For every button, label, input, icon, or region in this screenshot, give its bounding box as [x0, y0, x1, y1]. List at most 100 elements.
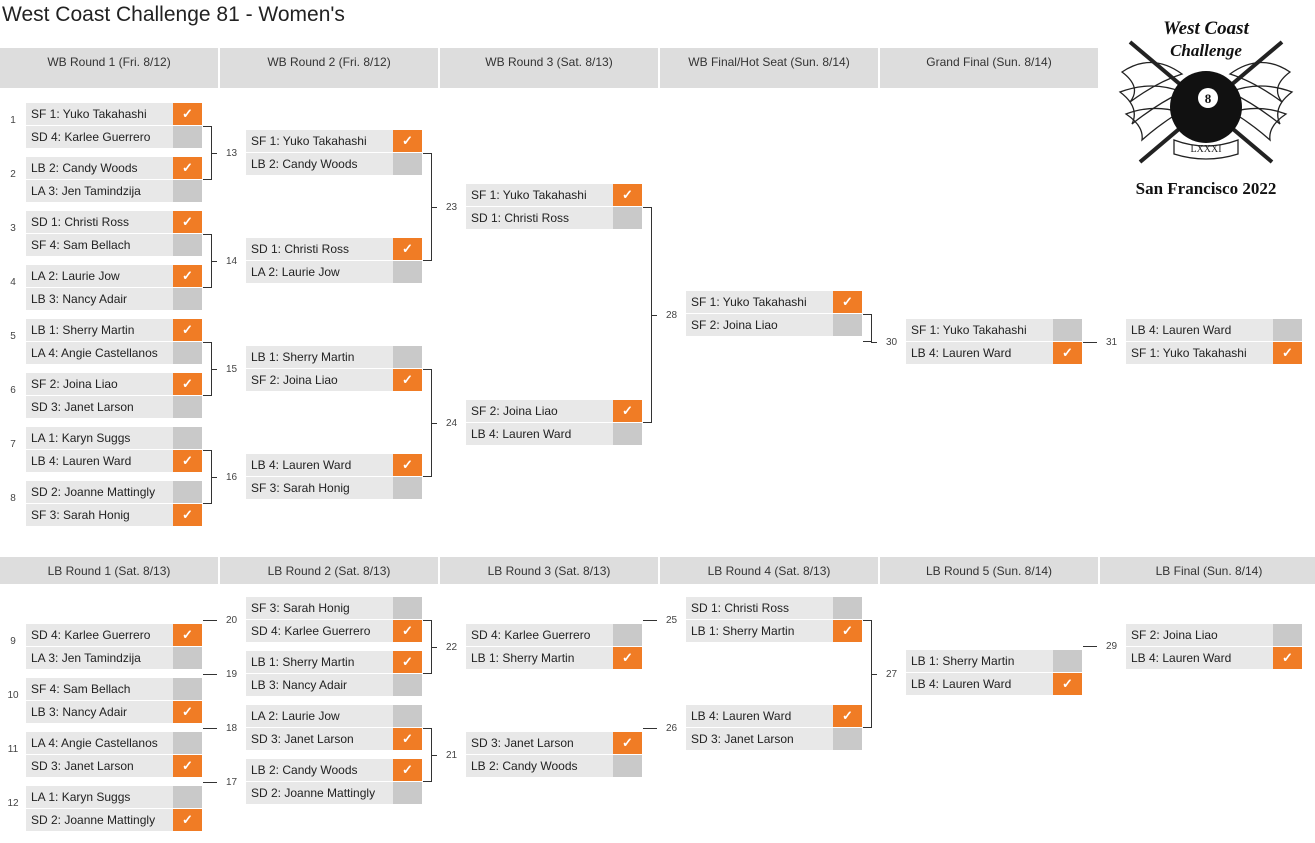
- empty-check-box: [1053, 650, 1082, 672]
- player-slot[interactable]: SF 2: Joina Liao✓: [26, 373, 202, 395]
- winner-check-icon: ✓: [393, 454, 422, 476]
- player-slot[interactable]: SF 4: Sam Bellach: [26, 678, 202, 700]
- player-slot[interactable]: LB 3: Nancy Adair: [246, 674, 422, 696]
- player-slot[interactable]: LB 1: Sherry Martin: [906, 650, 1082, 672]
- player-slot[interactable]: SF 2: Joina Liao: [1126, 624, 1302, 646]
- player-slot[interactable]: SF 2: Joina Liao✓: [246, 369, 422, 391]
- player-slot[interactable]: SD 3: Janet Larson: [686, 728, 862, 750]
- match-box[interactable]: SF 1: Yuko Takahashi✓SD 1: Christi Ross: [466, 184, 642, 230]
- player-slot[interactable]: SF 3: Sarah Honig: [246, 477, 422, 499]
- player-slot[interactable]: LA 2: Laurie Jow✓: [26, 265, 202, 287]
- bracket-connector-tick: [871, 342, 877, 343]
- match-box[interactable]: LB 4: Lauren Ward✓SD 3: Janet Larson: [686, 705, 862, 751]
- player-slot[interactable]: LB 1: Sherry Martin✓: [686, 620, 862, 642]
- match-box[interactable]: SF 1: Yuko Takahashi✓LB 2: Candy Woods: [246, 130, 422, 176]
- player-slot[interactable]: LB 4: Lauren Ward✓: [1126, 647, 1302, 669]
- player-slot[interactable]: LB 1: Sherry Martin✓: [26, 319, 202, 341]
- player-slot[interactable]: LB 2: Candy Woods: [466, 755, 642, 777]
- match-box[interactable]: LB 2: Candy Woods✓SD 2: Joanne Mattingly: [246, 759, 422, 805]
- player-slot[interactable]: SD 4: Karlee Guerrero✓: [246, 620, 422, 642]
- player-slot[interactable]: LA 2: Laurie Jow: [246, 261, 422, 283]
- player-slot[interactable]: SD 3: Janet Larson: [26, 396, 202, 418]
- match-box[interactable]: LB 1: Sherry Martin✓LB 3: Nancy Adair: [246, 651, 422, 697]
- player-slot[interactable]: SD 3: Janet Larson✓: [26, 755, 202, 777]
- player-slot[interactable]: LB 1: Sherry Martin✓: [246, 651, 422, 673]
- player-slot[interactable]: SF 1: Yuko Takahashi✓: [26, 103, 202, 125]
- player-slot[interactable]: LA 4: Angie Castellanos: [26, 342, 202, 364]
- player-slot[interactable]: LA 3: Jen Tamindzija: [26, 180, 202, 202]
- player-slot[interactable]: LB 4: Lauren Ward✓: [906, 342, 1082, 364]
- player-slot[interactable]: LB 4: Lauren Ward✓: [686, 705, 862, 727]
- player-slot[interactable]: LB 3: Nancy Adair: [26, 288, 202, 310]
- player-slot[interactable]: LB 4: Lauren Ward✓: [906, 673, 1082, 695]
- player-slot[interactable]: LB 2: Candy Woods✓: [246, 759, 422, 781]
- player-slot[interactable]: SF 3: Sarah Honig✓: [26, 504, 202, 526]
- player-slot[interactable]: SD 4: Karlee Guerrero: [26, 126, 202, 148]
- player-slot[interactable]: SD 2: Joanne Mattingly: [246, 782, 422, 804]
- player-slot[interactable]: LB 1: Sherry Martin: [246, 346, 422, 368]
- player-slot[interactable]: LB 4: Lauren Ward✓: [246, 454, 422, 476]
- player-slot[interactable]: LA 3: Jen Tamindzija: [26, 647, 202, 669]
- player-slot[interactable]: SF 3: Sarah Honig: [246, 597, 422, 619]
- player-slot[interactable]: LB 4: Lauren Ward: [1126, 319, 1302, 341]
- player-slot[interactable]: LB 2: Candy Woods✓: [26, 157, 202, 179]
- player-slot[interactable]: SF 2: Joina Liao✓: [466, 400, 642, 422]
- match-box[interactable]: SF 1: Yuko Takahashi✓SF 2: Joina Liao: [686, 291, 862, 337]
- player-slot[interactable]: SD 2: Joanne Mattingly: [26, 481, 202, 503]
- player-slot[interactable]: SD 4: Karlee Guerrero: [466, 624, 642, 646]
- winner-check-icon: ✓: [173, 103, 202, 125]
- player-slot[interactable]: SF 1: Yuko Takahashi✓: [1126, 342, 1302, 364]
- player-slot[interactable]: SD 4: Karlee Guerrero✓: [26, 624, 202, 646]
- player-slot[interactable]: LA 2: Laurie Jow: [246, 705, 422, 727]
- player-slot[interactable]: SF 1: Yuko Takahashi: [906, 319, 1082, 341]
- player-slot[interactable]: SD 1: Christi Ross: [686, 597, 862, 619]
- match-box[interactable]: SD 1: Christi Ross✓LA 2: Laurie Jow: [246, 238, 422, 284]
- player-slot[interactable]: SF 1: Yuko Takahashi✓: [466, 184, 642, 206]
- player-slot[interactable]: LA 1: Karyn Suggs: [26, 427, 202, 449]
- player-slot[interactable]: SF 1: Yuko Takahashi✓: [686, 291, 862, 313]
- player-slot[interactable]: LB 1: Sherry Martin✓: [466, 647, 642, 669]
- player-slot[interactable]: LB 2: Candy Woods: [246, 153, 422, 175]
- player-slot[interactable]: SF 4: Sam Bellach: [26, 234, 202, 256]
- player-slot[interactable]: LA 1: Karyn Suggs: [26, 786, 202, 808]
- player-slot[interactable]: SF 1: Yuko Takahashi✓: [246, 130, 422, 152]
- player-name: LB 2: Candy Woods: [31, 161, 138, 175]
- player-slot[interactable]: LB 4: Lauren Ward✓: [26, 450, 202, 472]
- header-wb-round-3: WB Round 3 (Sat. 8/13): [440, 48, 659, 88]
- match-box[interactable]: LB 4: Lauren Ward✓SF 3: Sarah Honig: [246, 454, 422, 500]
- player-slot[interactable]: SF 2: Joina Liao: [686, 314, 862, 336]
- match-box[interactable]: SF 2: Joina Liao✓LB 4: Lauren Ward: [466, 400, 642, 446]
- player-slot[interactable]: SD 1: Christi Ross: [466, 207, 642, 229]
- match-box[interactable]: SD 3: Janet Larson✓LB 2: Candy Woods: [466, 732, 642, 778]
- player-slot[interactable]: SD 3: Janet Larson✓: [246, 728, 422, 750]
- player-slot[interactable]: SD 2: Joanne Mattingly✓: [26, 809, 202, 831]
- player-slot[interactable]: LB 4: Lauren Ward: [466, 423, 642, 445]
- winners-bracket-header-row: WB Round 1 (Fri. 8/12) WB Round 2 (Fri. …: [0, 48, 1304, 88]
- player-slot[interactable]: LA 4: Angie Castellanos: [26, 732, 202, 754]
- player-slot[interactable]: SD 1: Christi Ross✓: [246, 238, 422, 260]
- player-slot[interactable]: LB 3: Nancy Adair✓: [26, 701, 202, 723]
- player-slot[interactable]: SD 3: Janet Larson✓: [466, 732, 642, 754]
- player-slot[interactable]: SD 1: Christi Ross✓: [26, 211, 202, 233]
